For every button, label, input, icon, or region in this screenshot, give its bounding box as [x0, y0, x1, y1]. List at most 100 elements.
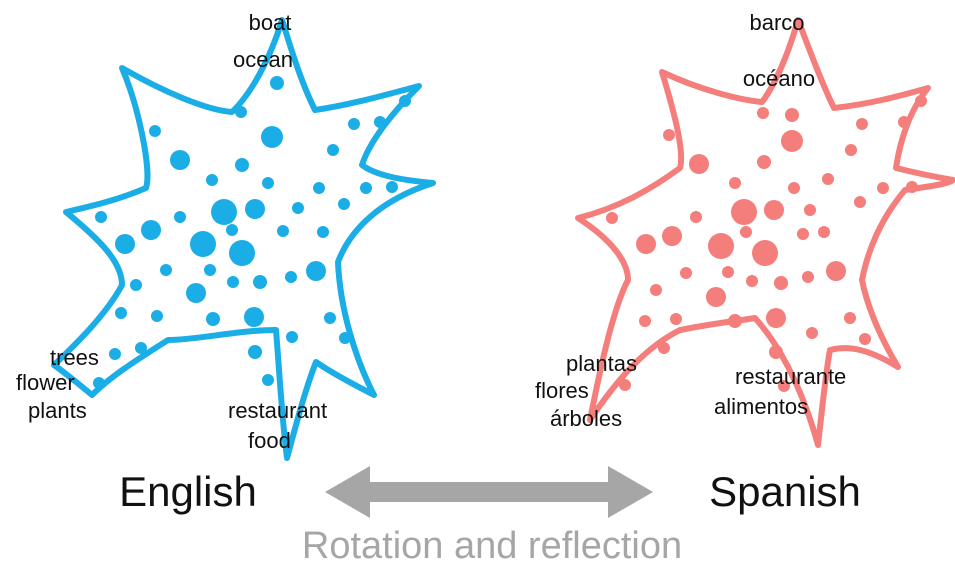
word-vector-dot	[285, 271, 297, 283]
word-vector-dot	[386, 181, 398, 193]
word-vector-dot	[95, 211, 107, 223]
word-vector-dot	[327, 144, 339, 156]
word-vector-dot	[374, 116, 386, 128]
spanish-title: Spanish	[709, 468, 861, 515]
word-vector-dot	[229, 240, 255, 266]
word-vector-dot	[306, 261, 326, 281]
english-blob-outline	[54, 20, 433, 458]
word-vector-dot	[781, 130, 803, 152]
word-vector-dot	[245, 199, 265, 219]
word-vector-dot	[149, 125, 161, 137]
word-vector-dot	[227, 276, 239, 288]
word-vector-dot	[204, 264, 216, 276]
word-vector-dot	[244, 307, 264, 327]
en-word-plants: plants	[28, 398, 87, 423]
word-vector-dot	[211, 199, 237, 225]
word-vector-dot	[663, 129, 675, 141]
word-vector-dot	[141, 220, 161, 240]
word-vector-dot	[338, 198, 350, 210]
word-vector-dot	[235, 106, 247, 118]
caption-text: Rotation and reflection	[302, 525, 682, 564]
word-vector-dot	[292, 202, 304, 214]
word-vector-dot	[774, 276, 788, 290]
word-vector-dot	[262, 374, 274, 386]
word-vector-dot	[115, 307, 127, 319]
word-vector-dot	[826, 261, 846, 281]
word-vector-dot	[135, 342, 147, 354]
word-vector-dot	[206, 174, 218, 186]
word-vector-dot	[109, 348, 121, 360]
es-word-plantas: plantas	[566, 351, 637, 376]
word-vector-dot	[658, 342, 670, 354]
word-vector-dot	[235, 158, 249, 172]
en-word-ocean: ocean	[233, 47, 293, 72]
word-vector-dot	[313, 182, 325, 194]
word-vector-dot	[270, 76, 284, 90]
word-vector-dot	[746, 275, 758, 287]
word-vector-dot	[859, 333, 871, 345]
word-vector-dot	[708, 233, 734, 259]
word-vector-dot	[764, 200, 784, 220]
word-vector-dot	[186, 283, 206, 303]
es-word-barco: barco	[749, 10, 804, 35]
word-vector-dot	[324, 312, 336, 324]
word-vector-dot	[130, 279, 142, 291]
word-vector-dot	[689, 154, 709, 174]
word-vector-dot	[906, 181, 918, 193]
word-vector-dot	[797, 228, 809, 240]
word-vector-dot	[93, 377, 105, 389]
word-vector-dot	[170, 150, 190, 170]
word-vector-dot	[339, 332, 351, 344]
word-vector-dot	[206, 312, 220, 326]
word-vector-dot	[348, 118, 360, 130]
word-vector-dot	[915, 95, 927, 107]
word-vector-dot	[277, 225, 289, 237]
es-word-alimentos: alimentos	[714, 394, 808, 419]
double-arrow-icon	[325, 466, 653, 518]
word-vector-dot	[174, 211, 186, 223]
word-vector-dot	[769, 345, 783, 359]
word-vector-dot	[802, 271, 814, 283]
word-vector-dot	[619, 379, 631, 391]
word-vector-dot	[766, 308, 786, 328]
es-word-arboles: árboles	[550, 406, 622, 431]
es-word-restaurante: restaurante	[735, 364, 846, 389]
word-vector-dot	[160, 264, 172, 276]
word-vector-dot	[898, 116, 910, 128]
en-word-flower: flower	[16, 370, 75, 395]
word-vector-dot	[788, 182, 800, 194]
word-vector-dot	[706, 287, 726, 307]
word-vector-dot	[670, 313, 682, 325]
en-word-food: food	[248, 428, 291, 453]
word-vector-dot	[639, 315, 651, 327]
word-vector-dot	[190, 231, 216, 257]
word-vector-dot	[261, 126, 283, 148]
word-vector-dot	[253, 275, 267, 289]
word-vector-dot	[606, 212, 618, 224]
word-vector-dot	[360, 182, 372, 194]
word-vector-dot	[317, 226, 329, 238]
word-vector-dot	[636, 234, 656, 254]
word-vector-dot	[226, 224, 238, 236]
word-vector-dot	[728, 314, 742, 328]
word-vector-dot	[399, 95, 411, 107]
word-vector-dot	[650, 284, 662, 296]
en-word-restaurant: restaurant	[228, 398, 327, 423]
word-vector-dot	[845, 144, 857, 156]
word-vector-dot	[804, 204, 816, 216]
word-vector-dot	[757, 155, 771, 169]
word-vector-dot	[248, 345, 262, 359]
word-vector-dot	[806, 327, 818, 339]
word-vector-dot	[856, 118, 868, 130]
word-vector-dot	[729, 177, 741, 189]
word-vector-dot	[151, 310, 163, 322]
word-vector-dot	[731, 199, 757, 225]
word-vector-dot	[757, 107, 769, 119]
english-embedding-blob	[54, 20, 433, 458]
es-word-flores: flores	[535, 378, 589, 403]
word-vector-dot	[785, 108, 799, 122]
english-title: English	[119, 468, 257, 515]
word-vector-dot	[680, 267, 692, 279]
word-vector-dot	[262, 177, 274, 189]
